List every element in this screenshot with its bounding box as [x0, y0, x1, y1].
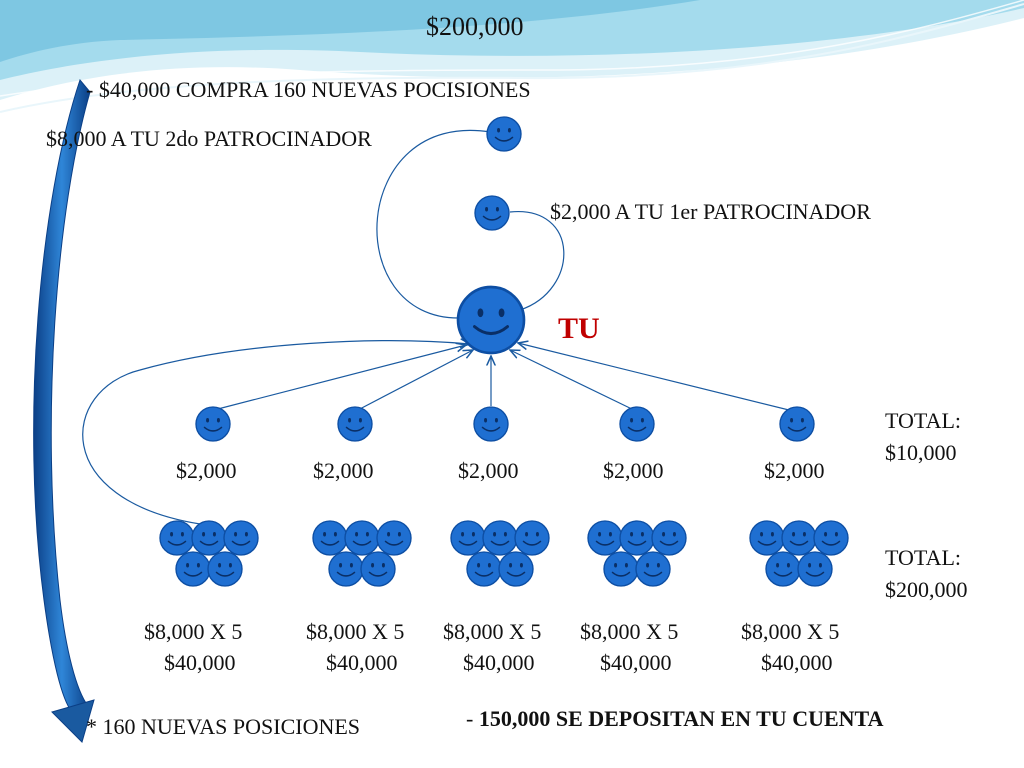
level2-smiley-icon: [360, 551, 396, 587]
level2-smiley-icon: [191, 520, 227, 556]
first-sponsor-smiley-icon: [474, 195, 510, 231]
level2-calc: $8,000 X 5: [144, 619, 243, 644]
level1-amount: $2,000: [176, 458, 237, 483]
level2-smiley-icon: [450, 520, 486, 556]
level1-amount: $2,000: [603, 458, 664, 483]
level2-smiley-icon: [376, 520, 412, 556]
level2-amount: $40,000: [164, 650, 236, 675]
level2-total-label: TOTAL:: [885, 545, 962, 570]
level2-calc: $8,000 X 5: [306, 619, 405, 644]
level2-smiley-icon: [587, 520, 623, 556]
deposit-note: - 150,000 SE DEPOSITAN EN TU CUENTA: [466, 708, 883, 730]
level2-smiley-icon: [765, 551, 801, 587]
deposit-text: 150,000 SE DEPOSITAN EN TU CUENTA: [478, 706, 884, 731]
level1-total-label: TOTAL:: [885, 408, 962, 433]
curve-to-second-sponsor: [376, 129, 491, 319]
buy-positions-line: - $40,000 COMPRA 160 NUEVAS POCISIONES: [86, 77, 531, 102]
level2-smiley-icon: [749, 520, 785, 556]
level2-smiley-icon: [312, 520, 348, 556]
level2-smiley-icon: [603, 551, 639, 587]
you-smiley-icon: [456, 285, 526, 355]
deposit-dash: -: [466, 706, 479, 731]
level2-smiley-icon: [781, 520, 817, 556]
arrow-l1-2: [355, 350, 473, 412]
level2-smiley-icon: [813, 520, 849, 556]
level2-smiley-icon: [159, 520, 195, 556]
connectors: [82, 129, 798, 525]
page-title: $200,000: [426, 12, 524, 41]
level2-smiley-icon: [482, 520, 518, 556]
level1-amount: $2,000: [458, 458, 519, 483]
level2-total-value: $200,000: [885, 577, 968, 602]
level2-smiley-icon: [797, 551, 833, 587]
level2-calc: $8,000 X 5: [580, 619, 679, 644]
level1-total-value: $10,000: [885, 440, 957, 465]
level2-smiley-icon: [466, 551, 502, 587]
header-waves: [0, 0, 1024, 113]
arrow-l1-5: [518, 343, 798, 413]
level2-smiley-icon: [223, 520, 259, 556]
level1-amount: $2,000: [313, 458, 374, 483]
level1-smiley-icon: [195, 406, 231, 442]
level2-amount: $40,000: [463, 650, 535, 675]
level2-smiley-icon: [651, 520, 687, 556]
level2-smiley-icon: [619, 520, 655, 556]
arrow-l1-1: [213, 345, 466, 411]
level2-amount: $40,000: [600, 650, 672, 675]
level1-smiley-icon: [473, 406, 509, 442]
level2-smiley-icon: [498, 551, 534, 587]
level2-smiley-icon: [514, 520, 550, 556]
curve-bottom-left: [82, 341, 470, 525]
level2-amount: $40,000: [326, 650, 398, 675]
arrow-l1-4: [510, 350, 637, 412]
level2-calc: $8,000 X 5: [741, 619, 840, 644]
level2-smiley-icon: [175, 551, 211, 587]
level2-smiley-icon: [635, 551, 671, 587]
level2-smiley-icon: [207, 551, 243, 587]
second-sponsor-label: $8,000 A TU 2do PATROCINADOR: [46, 126, 372, 151]
big-down-arrow: [33, 78, 95, 743]
level1-smiley-icon: [337, 406, 373, 442]
new-positions-note: * 160 NUEVAS POSICIONES: [86, 714, 361, 739]
level2-calc: $8,000 X 5: [443, 619, 542, 644]
level1-amount: $2,000: [764, 458, 825, 483]
level2-smiley-icon: [344, 520, 380, 556]
curve-to-first-sponsor: [509, 211, 565, 311]
second-sponsor-smiley-icon: [486, 116, 522, 152]
level1-smiley-icon: [619, 406, 655, 442]
first-sponsor-label: $2,000 A TU 1er PATROCINADOR: [550, 199, 871, 224]
level2-smiley-icon: [328, 551, 364, 587]
level1-smiley-icon: [779, 406, 815, 442]
you-label: TU: [558, 312, 600, 345]
smileys: [159, 116, 849, 587]
level2-amount: $40,000: [761, 650, 833, 675]
